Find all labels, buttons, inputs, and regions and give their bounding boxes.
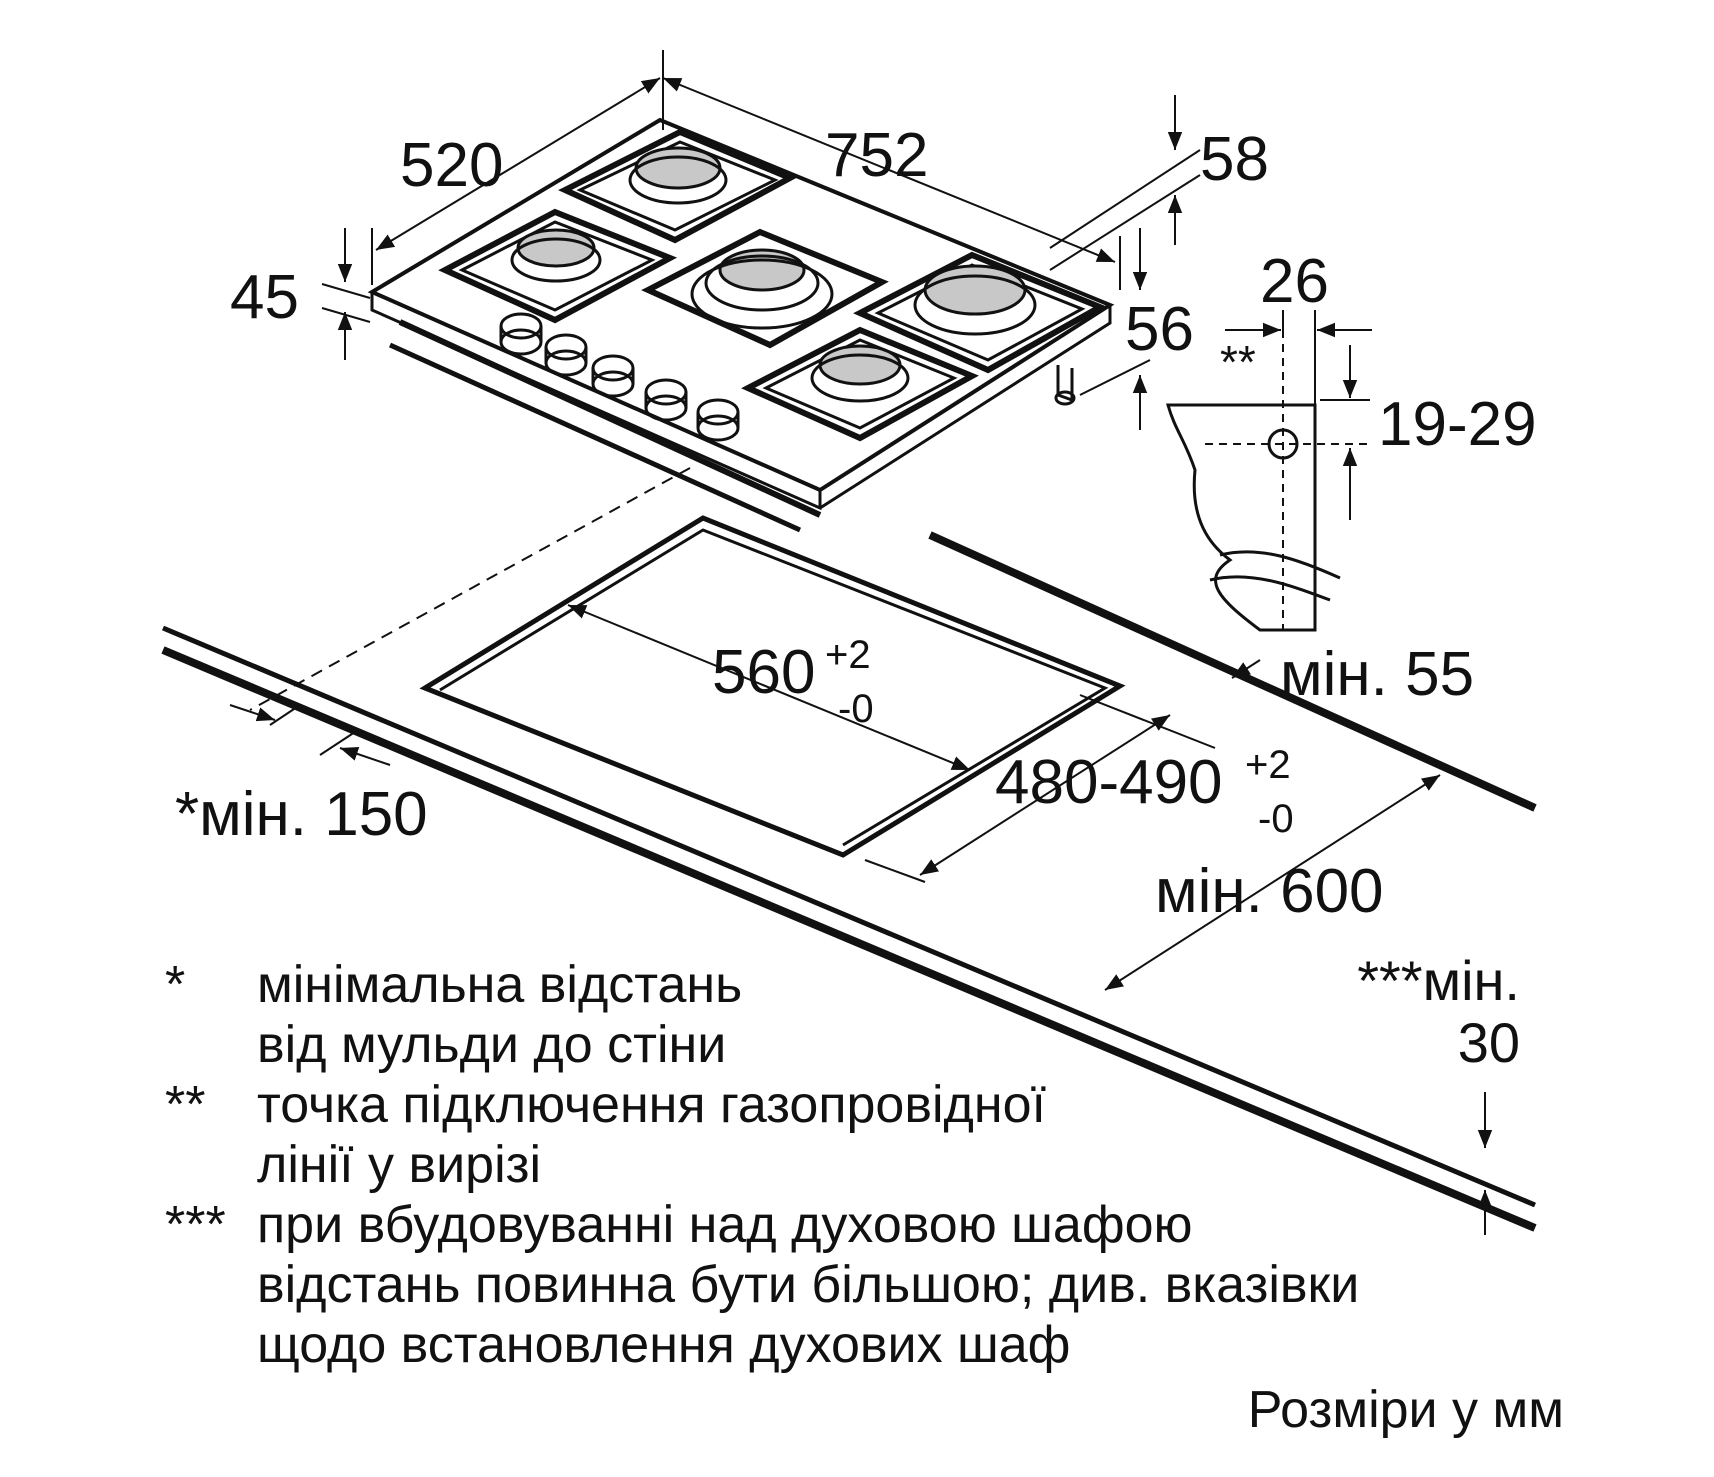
footnotes: * мінімальна відстань від мульди до стін…: [165, 955, 1359, 1375]
footnote-text: при вбудовуванні над духовою шафою відст…: [257, 1195, 1359, 1375]
dim-520: 520: [400, 131, 503, 200]
dim-560-tol-minus: -0: [838, 687, 874, 731]
footnote-key: *: [165, 956, 186, 1014]
footnote-line: щодо встановлення духових шаф: [257, 1316, 1071, 1374]
cutout: [419, 515, 1126, 858]
gas-connector: [1054, 365, 1076, 406]
dim-min-30-label: ***мін.: [1357, 949, 1520, 1012]
connector-detail: [1166, 310, 1372, 632]
footnote-line: лінії у вирізі: [257, 1136, 542, 1194]
dim-min-150: *мін. 150: [175, 780, 428, 849]
dim-26: 26: [1260, 247, 1329, 316]
footnote-text: мінімальна відстань від мульди до стіни: [257, 955, 742, 1075]
footnote-line: відстань повинна бути більшою; див. вказ…: [257, 1256, 1360, 1314]
burner-left: [510, 228, 602, 283]
dim-min-30: ***мін. 30: [1300, 950, 1520, 1074]
dim-58: 58: [1200, 125, 1269, 194]
dim-45: 45: [230, 263, 299, 332]
footnote-text: точка підключення газопровідної лінії у …: [257, 1075, 1046, 1195]
units-label: Розміри у мм: [1247, 1381, 1564, 1439]
dim-19-29: 19-29: [1378, 390, 1537, 459]
burner-right: [913, 264, 1037, 336]
footnote-line: при вбудовуванні над духовою шафою: [257, 1196, 1193, 1254]
dim-min-30-value: 30: [1457, 1011, 1520, 1074]
dim-480-490-tol-plus: +2: [1245, 743, 1291, 787]
burner-back: [628, 146, 728, 205]
footnote-key: ***: [165, 1196, 226, 1254]
hob-front-edge: [370, 292, 822, 511]
footnote-line: від мульди до стіни: [257, 1016, 727, 1074]
burner-front: [810, 344, 910, 403]
gas-point-marker: **: [1220, 336, 1256, 388]
dim-560-tol-plus: +2: [825, 633, 871, 677]
hob-dimensions: [321, 50, 1201, 430]
footnote-3: *** при вбудовуванні над духовою шафою в…: [165, 1195, 1359, 1375]
dim-min-600: мін. 600: [1155, 857, 1384, 926]
control-knobs: [499, 312, 740, 442]
dim-56: 56: [1125, 295, 1194, 364]
dim-752: 752: [825, 121, 928, 190]
footnote-key: **: [165, 1076, 206, 1134]
footnote-2: ** точка підключення газопровідної лінії…: [165, 1075, 1359, 1195]
dim-min-55: мін. 55: [1280, 640, 1474, 709]
dim-560: 560: [712, 638, 815, 707]
dim-480-490-tol-minus: -0: [1258, 797, 1294, 841]
worktop-dimensions: [229, 604, 1493, 1235]
footnote-line: точка підключення газопровідної: [257, 1076, 1046, 1134]
footnote-1: * мінімальна відстань від мульди до стін…: [165, 955, 1359, 1075]
footnote-line: мінімальна відстань: [257, 956, 743, 1014]
dim-480-490: 480-490: [995, 748, 1223, 817]
